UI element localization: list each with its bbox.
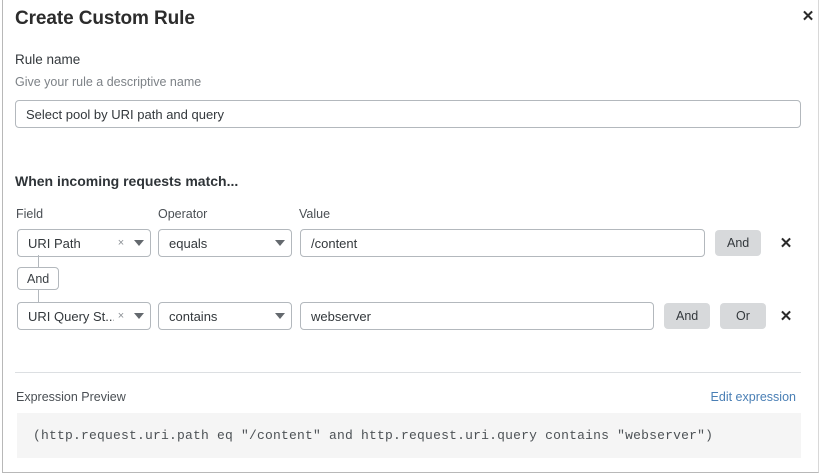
edit-expression-link[interactable]: Edit expression bbox=[710, 390, 796, 404]
field-select-value-1: URI Query St... bbox=[28, 308, 114, 324]
expression-preview-box: (http.request.uri.path eq "/content" and… bbox=[17, 413, 801, 458]
connector-line-bottom bbox=[38, 290, 39, 302]
and-button-0[interactable]: And bbox=[715, 230, 762, 256]
dialog-title: Create Custom Rule bbox=[15, 8, 195, 29]
chevron-down-icon[interactable] bbox=[269, 240, 291, 246]
clear-icon[interactable]: × bbox=[117, 309, 125, 322]
value-column-label: Value bbox=[299, 207, 331, 221]
operator-select-1[interactable]: contains bbox=[158, 302, 292, 330]
rule-name-help-text: Give your rule a descriptive name bbox=[15, 75, 202, 89]
field-select-1[interactable]: URI Query St... × bbox=[17, 302, 151, 330]
close-icon[interactable]: ✕ bbox=[801, 7, 815, 25]
rule-name-label: Rule name bbox=[15, 52, 81, 67]
operator-select-value-1: contains bbox=[169, 308, 218, 324]
rule-name-input[interactable] bbox=[15, 100, 801, 128]
value-input-0[interactable] bbox=[300, 229, 705, 257]
field-column-label: Field bbox=[16, 207, 44, 221]
value-input-1[interactable] bbox=[300, 302, 654, 330]
chevron-down-icon[interactable] bbox=[128, 240, 150, 246]
connector-logic-chip[interactable]: And bbox=[17, 267, 60, 290]
and-button-1[interactable]: And bbox=[664, 303, 711, 329]
chevron-down-icon[interactable] bbox=[128, 313, 150, 319]
delete-row-icon-0[interactable]: ✕ bbox=[779, 234, 793, 252]
operator-select-value-0: equals bbox=[169, 235, 208, 251]
or-button-1[interactable]: Or bbox=[720, 303, 766, 329]
operator-column-label: Operator bbox=[158, 207, 208, 221]
field-select-0[interactable]: URI Path × bbox=[17, 229, 151, 257]
connector-line-top bbox=[38, 255, 39, 267]
clear-icon[interactable]: × bbox=[117, 236, 125, 249]
chevron-down-icon[interactable] bbox=[269, 313, 291, 319]
expression-preview-label: Expression Preview bbox=[16, 390, 126, 404]
rule-row: URI Path × equals And ✕ bbox=[3, 229, 818, 257]
field-select-value-0: URI Path bbox=[28, 235, 81, 251]
expression-preview-text: (http.request.uri.path eq "/content" and… bbox=[33, 428, 714, 443]
match-section-heading: When incoming requests match... bbox=[15, 173, 239, 189]
rule-row: URI Query St... × contains And Or ✕ bbox=[3, 302, 818, 330]
section-divider bbox=[15, 372, 801, 373]
delete-row-icon-1[interactable]: ✕ bbox=[779, 307, 793, 325]
operator-select-0[interactable]: equals bbox=[158, 229, 292, 257]
